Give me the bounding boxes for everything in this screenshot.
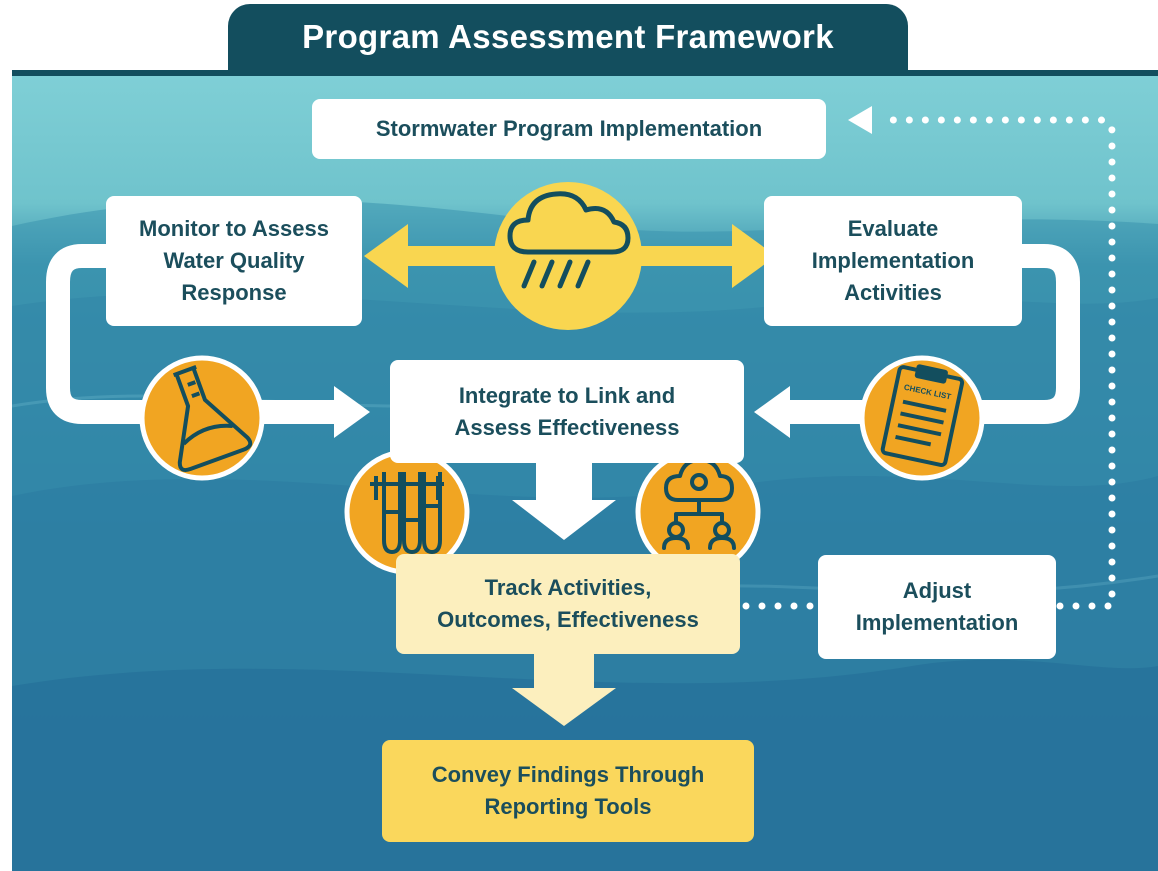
title-rule [12,70,1158,76]
node-program-implementation-label: Stormwater Program Implementation [375,116,763,141]
node-adjust-line-2: Implementation [855,610,1019,635]
node-convey-line-2: Reporting Tools [484,794,652,819]
node-integrate-line-1: Integrate to Link and [458,382,676,408]
evaluate-to-integrate-arrow [754,244,1080,438]
node-integrate: Integrate to Link and Assess Effectivene… [390,360,744,463]
node-convey-line-1: Convey Findings Through [431,762,705,787]
node-monitor-line-2: Water Quality [163,248,305,273]
rain-cloud-icon [494,182,642,330]
node-convey: Convey Findings Through Reporting Tools [382,740,754,842]
flask-icon [139,355,265,481]
node-evaluate-line-3: Activities [844,280,942,305]
node-evaluate: Evaluate Implementation Activities [764,196,1022,326]
track-to-convey-arrow [512,654,616,726]
feedback-arrowhead [848,106,872,134]
node-evaluate-line-1: Evaluate [847,216,939,241]
node-program-implementation: Stormwater Program Implementation [312,99,826,159]
node-monitor-line-3: Response [181,280,287,305]
node-track-line-2: Outcomes, Effectiveness [437,607,699,632]
monitor-to-integrate-arrow [46,244,370,438]
node-adjust-line-1: Adjust [902,578,972,603]
checklist-clipboard-icon: CHECK LIST [859,355,985,481]
feedback-loop-dotted-line [742,116,1116,610]
node-monitor: Monitor to Assess Water Quality Response [106,196,362,326]
integrate-to-track-arrow [512,463,616,540]
node-integrate-line-2: Assess Effectiveness [454,414,680,440]
node-monitor-line-1: Monitor to Assess [139,216,329,241]
node-track: Track Activities, Outcomes, Effectivenes… [396,554,740,654]
node-track-line-1: Track Activities, [484,575,652,600]
title-banner: Program Assessment Framework [228,4,908,76]
node-adjust: Adjust Implementation [818,555,1056,659]
page-title: Program Assessment Framework [302,18,834,55]
node-evaluate-line-2: Implementation [811,248,975,273]
